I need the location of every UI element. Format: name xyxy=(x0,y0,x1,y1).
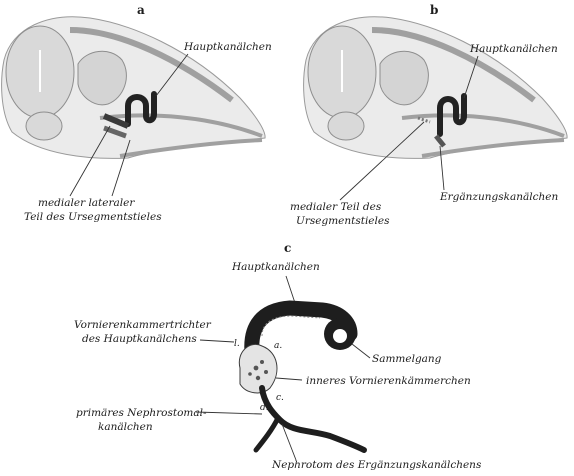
panel-c-glomerulus-dot xyxy=(260,360,264,364)
panel-b-letter: b xyxy=(430,3,438,17)
panel-b-medialer-label: medialer Teil des xyxy=(290,201,382,213)
panel-c-nephrostomal-duct xyxy=(256,418,278,450)
panel-c-letter: c xyxy=(284,241,291,255)
panel-c-glomerulus-dot xyxy=(264,370,268,374)
panel-b-ergaenzung-label: Ergänzungskanälchen xyxy=(439,191,558,203)
panel-c-glomerulus-dot xyxy=(248,372,252,376)
panel-b-ursegment-label: Ursegmentstieles xyxy=(296,215,390,227)
panel-b-notochord xyxy=(328,112,364,140)
panel-c-sammelgang-label: Sammelgang xyxy=(372,353,442,365)
panel-b: b Hauptkanälchen medialer Teil des Urseg… xyxy=(290,3,567,227)
panel-c-vornieren-leader xyxy=(200,340,234,342)
panel-c-primaeres-label-line1: primäres Nephrostomal- xyxy=(76,407,207,419)
panel-c-sammelgang-leader xyxy=(352,344,370,358)
panel-c-letter-d: d. xyxy=(260,403,269,413)
panel-a-letter: a xyxy=(137,3,145,17)
panel-c-primaeres-label-line2: kanälchen xyxy=(98,421,153,433)
panel-c-inneres-leader xyxy=(276,378,302,380)
panel-a-somite xyxy=(78,51,126,104)
panel-a-notochord xyxy=(26,112,62,140)
panel-c-letter-c: c. xyxy=(276,393,284,403)
panel-c-glomerulus-dot xyxy=(256,376,260,380)
panel-c-hauptkanaelchen-label: Hauptkanälchen xyxy=(231,261,320,273)
panel-c-nephrotom-label: Nephrotom des Ergänzungskanälchens xyxy=(271,459,482,471)
panel-b-hauptkanaelchen-label: Hauptkanälchen xyxy=(469,43,558,55)
panel-c-letter-l: l. xyxy=(234,339,240,349)
panel-a: a Hauptkanälchen medialer lateraler Teil… xyxy=(2,3,272,223)
panel-c-vornieren-label-line2: des Hauptkanälchens xyxy=(82,333,197,345)
panel-c-glomerulus-dot xyxy=(254,366,259,371)
panel-c-vornieren-label-line1: Vornierenkammertrichter xyxy=(74,319,212,331)
panel-c-letter-a: a. xyxy=(274,341,282,351)
panel-c-sammelgang-lumen xyxy=(333,329,347,343)
panel-c: c Hauptkanälchen l. a. c. d. Vornierenka… xyxy=(74,241,482,471)
panel-a-teil-label: Teil des Ursegmentstieles xyxy=(24,211,162,223)
panel-b-somite xyxy=(380,51,428,104)
panel-a-hauptkanaelchen-label: Hauptkanälchen xyxy=(183,41,272,53)
panel-c-inneres-label: inneres Vornierenkämmerchen xyxy=(306,375,471,387)
panel-a-medial-lateral-label: medialer lateraler xyxy=(38,197,135,209)
